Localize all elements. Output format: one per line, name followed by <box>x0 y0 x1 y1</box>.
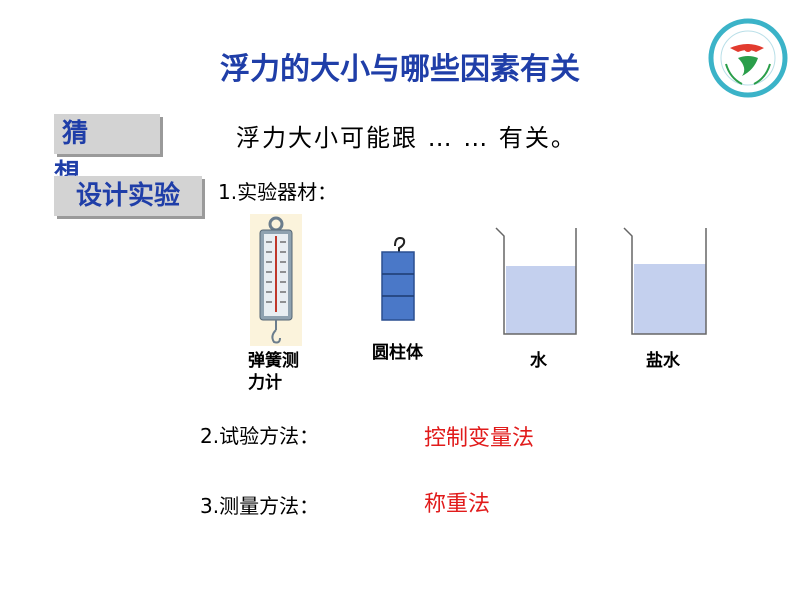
cylinder-label: 圆柱体 <box>372 343 423 363</box>
step-equipment-heading: 1.实验器材： <box>218 180 338 204</box>
school-logo-icon <box>708 18 788 98</box>
guess-text: 浮力大小可能跟 … … 有关。 <box>236 124 577 152</box>
spring-scale-icon <box>250 214 302 346</box>
water-beaker-icon <box>495 227 577 335</box>
salt-water-label: 盐水 <box>646 351 680 371</box>
cylinder-icon <box>381 236 415 321</box>
salt-water-beaker-icon <box>623 227 707 335</box>
design-experiment-tag: 设计实验 <box>54 176 202 216</box>
step-method-heading: 2.试验方法： <box>200 424 320 448</box>
guess-tag: 猜 想 <box>54 114 160 189</box>
spring-scale-label: 弹簧测力计 <box>248 351 299 393</box>
step-measurement-heading: 3.测量方法： <box>200 494 320 518</box>
page-title: 浮力的大小与哪些因素有关 <box>220 52 580 87</box>
measurement-answer: 称重法 <box>424 492 491 517</box>
method-answer: 控制变量法 <box>424 426 535 451</box>
water-label: 水 <box>530 351 547 371</box>
